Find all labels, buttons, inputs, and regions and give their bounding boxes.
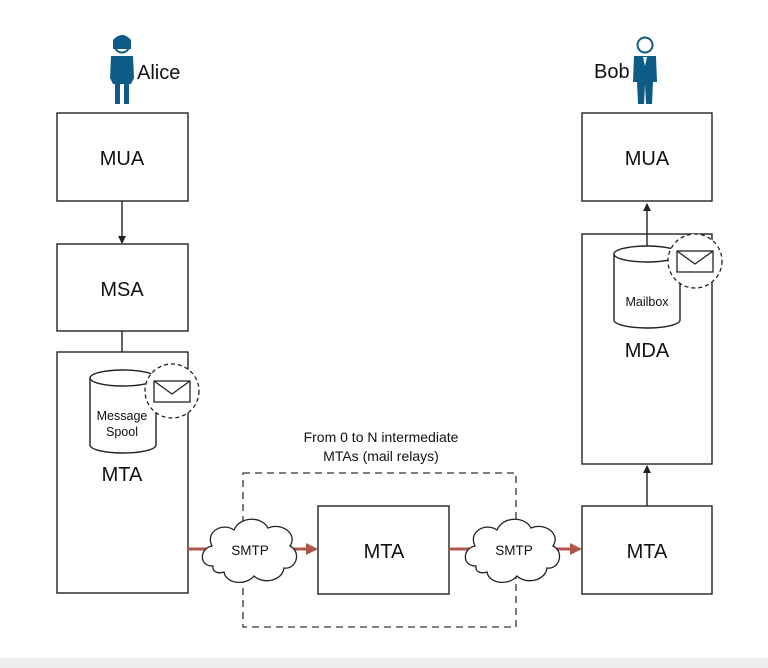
envelope-icon [667, 233, 723, 289]
person-female-icon [110, 35, 134, 104]
envelope-icon [144, 363, 200, 419]
cloud-icon [201, 518, 298, 583]
bob-mua-label: MUA [625, 148, 670, 170]
spool-label-line2: Spool [106, 425, 138, 439]
alice-mta-label: MTA [102, 464, 143, 486]
spool-label-line1: Message [97, 409, 148, 423]
bottom-strip [0, 658, 768, 668]
bob-mta-label: MTA [627, 541, 668, 563]
mda-label: MDA [625, 340, 670, 362]
sender-name: Alice [137, 62, 180, 84]
alice-mua-box [56, 112, 189, 202]
smtp-label-right: SMTP [495, 543, 533, 558]
relay-note-line1: From 0 to N intermediate [304, 429, 459, 445]
msa-label: MSA [100, 279, 144, 301]
cloud-icon [464, 518, 561, 583]
mailbox-label: Mailbox [625, 295, 669, 309]
relay-mta-label: MTA [364, 541, 405, 563]
alice-mua-label: MUA [100, 148, 145, 170]
relay-mta-box [317, 505, 450, 595]
receiver-name: Bob [594, 61, 630, 83]
bob-mua-box [581, 112, 713, 202]
relay-note-line2: MTAs (mail relays) [323, 448, 439, 464]
mailbox-icon [613, 245, 681, 329]
smtp-label-left: SMTP [231, 543, 269, 558]
person-male-icon [633, 36, 657, 104]
